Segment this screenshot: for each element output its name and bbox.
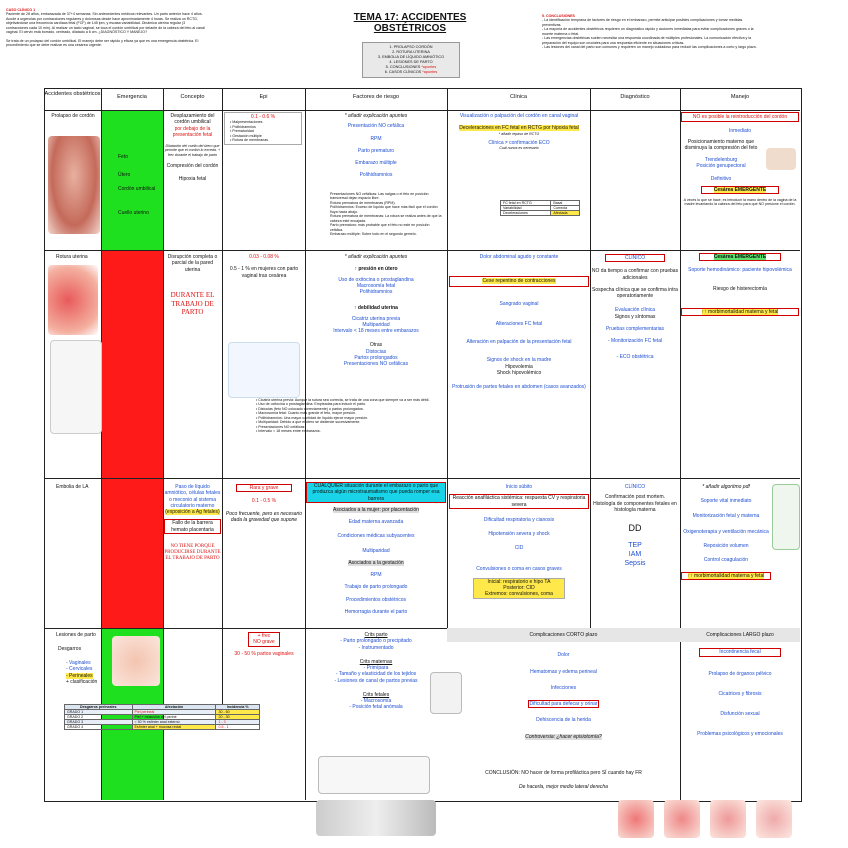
index-item[interactable]: 2. ROTURA UTERINA xyxy=(392,49,430,54)
factores-lesiones: Crits parto - Parto prolongado o precipi… xyxy=(334,632,418,711)
label-utero: Útero xyxy=(118,172,131,178)
differential-table-thumb xyxy=(50,340,102,434)
episiotomy-img-2 xyxy=(664,800,700,838)
col-header-epi: Epi xyxy=(259,94,268,100)
label-cordon: Cordón umbilical xyxy=(118,186,156,192)
manejo-prolapso: NO es posible la reintroducción del cord… xyxy=(681,112,799,207)
factores-prolapso-notes: Presentaciones NO cefálicas: Las nalgas … xyxy=(330,192,442,237)
episiotomy-img-4 xyxy=(756,800,792,838)
epi-embolia: Rara y grave 0.1 - 0.5 % Poco frecuente,… xyxy=(225,484,303,523)
index-item[interactable]: 1. PROLAPSO CORDÓN xyxy=(389,45,433,49)
perineal-illustration xyxy=(112,636,160,686)
lesiones-sub-items: - Vaginales - Cervicales - Perineales + … xyxy=(66,660,98,685)
row-title-rotura: Rotura uterina xyxy=(56,254,88,260)
desgarros-table: Desgarros perineales Afectación Incidenc… xyxy=(64,704,260,730)
col-header-manejo: Manejo xyxy=(730,94,750,100)
conclusion-item: - Las emergencias obstétricas suelen nec… xyxy=(542,36,752,45)
row-title-prolapso: Prolapso de cordón xyxy=(51,113,95,119)
prolapse-illustration xyxy=(48,136,100,234)
index-item[interactable]: 5. CONCLUSIONES *apuntes xyxy=(385,64,437,69)
index-box: 1. PROLAPSO CORDÓN 2. ROTURA UTERINA 3. … xyxy=(362,42,460,78)
long-term-header-bg xyxy=(680,628,800,642)
conclusion-item: - Las lesiones del canal del parto son c… xyxy=(542,45,757,50)
emergency-rotura xyxy=(101,250,163,478)
col-header-accidentes: Accidentes obstétricos xyxy=(44,91,101,97)
row-title-lesiones: Lesiones de parto xyxy=(56,632,96,638)
factores-rotura: * añadir explicación apuntes ↑ presión e… xyxy=(333,254,419,367)
concepto-embolia: Paso de líquido amniótico, células fetal… xyxy=(164,484,221,562)
row-title-embolia: Embolia de LA xyxy=(56,484,89,490)
label-cuello: Cuello uterino xyxy=(118,210,149,216)
emergency-embolia xyxy=(101,478,163,628)
conclusion-item: - La identificación temprana de factores… xyxy=(542,18,743,27)
conclusions-title: 5. CONCLUSIONES xyxy=(542,14,575,18)
index-item[interactable]: 4. LESIONES DE PARTO xyxy=(389,59,433,64)
col-header-clinica: Clínica xyxy=(509,94,528,100)
short-term-header-bg xyxy=(447,628,680,642)
episiotomy-img-1 xyxy=(618,800,654,838)
factores-prolapso: * añadir explicación apuntes Presentació… xyxy=(344,113,408,179)
epi-lesiones: + frec NO grave 30 - 50 % partos vaginal… xyxy=(234,632,294,657)
col-header-concepto: Concepto xyxy=(180,94,205,100)
conclusions-block: 5. CONCLUSIONES - La identificación temp… xyxy=(542,14,762,50)
diagnostico-rotura: CLÍNICO NO da tiempo a confirmar con pru… xyxy=(591,254,679,361)
rupture-illustration xyxy=(48,265,98,335)
forceps-photo xyxy=(316,800,436,836)
conclusion-item: - La mayoría de accidentes obstétricos r… xyxy=(542,27,754,36)
col-header-factores: Factores de riesgo xyxy=(352,94,400,100)
epi-rotura: 0.03 - 0.08 % 0.5 - 1 % en mujeres con p… xyxy=(229,254,299,279)
concepto-prolapso: Desplazamiento del cordón umbilical por … xyxy=(164,113,221,182)
epi-prolapso: 0.1 - 0.6 % • Malpresentaciones • Polihi… xyxy=(224,112,302,145)
manejo-embolia: * añadir algoritmo pdf Soporte vital inm… xyxy=(681,484,771,580)
algorithm-thumb xyxy=(772,484,800,550)
clinica-lesiones: Complicaciones CORTO plazo Dolor Hematom… xyxy=(485,632,642,790)
clinica-rotura: Dolor abdominal agudo y constante Cese r… xyxy=(449,254,589,390)
index-item[interactable]: 6. CASOS CLÍNICOS *apuntes xyxy=(384,69,438,74)
lesiones-sub: Desgarros xyxy=(58,646,82,652)
clinica-embolia: Inicio súbito Reacción anafiláctica sist… xyxy=(449,484,589,599)
rupture-diagram xyxy=(228,342,300,398)
concepto-rotura: Disrupción completa o parcial de la pare… xyxy=(167,254,218,317)
col-header-emergencia: Emergencia xyxy=(117,94,147,100)
diagnostico-embolia: CLÍNICO Confirmación post mortem. Histol… xyxy=(593,484,677,567)
label-feto: Feto xyxy=(118,154,129,160)
instrument-table-thumb xyxy=(318,756,430,794)
case-text: Paciente de 28 años, embarazada de 37+4 … xyxy=(6,12,205,35)
index-item[interactable]: 3. EMBOLIA DE LÍQUIDO AMNIÓTICO xyxy=(377,54,445,59)
position-illustration xyxy=(766,148,796,170)
case-study-block: CASO CLÍNICO 1 Paciente de 28 años, emba… xyxy=(6,8,206,48)
page-title: TEMA 17: ACCIDENTES OBSTÉTRICOS xyxy=(353,12,467,34)
col-header-diagnostico: Diagnóstico xyxy=(620,94,650,100)
fetal-position-thumb xyxy=(430,672,462,714)
factores-rotura-notes: • Cicatriz uterina previa: Aunque la sut… xyxy=(256,398,430,434)
manejo-lesiones: Complicaciones LARGO plazo Incontinencia… xyxy=(697,632,783,738)
case-footer: Se trata de un prolapso del cordón umbil… xyxy=(6,38,199,48)
case-title: CASO CLÍNICO 1 xyxy=(6,8,36,12)
emergency-prolapso xyxy=(101,110,163,250)
episiotomy-img-3 xyxy=(710,800,746,838)
manejo-rotura: Cesárea EMERGENTE Soporte hemodinámico: … xyxy=(681,253,799,316)
factores-embolia: CUALQUIER situación durante el embarazo … xyxy=(306,482,446,615)
clinica-prolapso: Visualización o palpación del cordón en … xyxy=(459,113,579,151)
